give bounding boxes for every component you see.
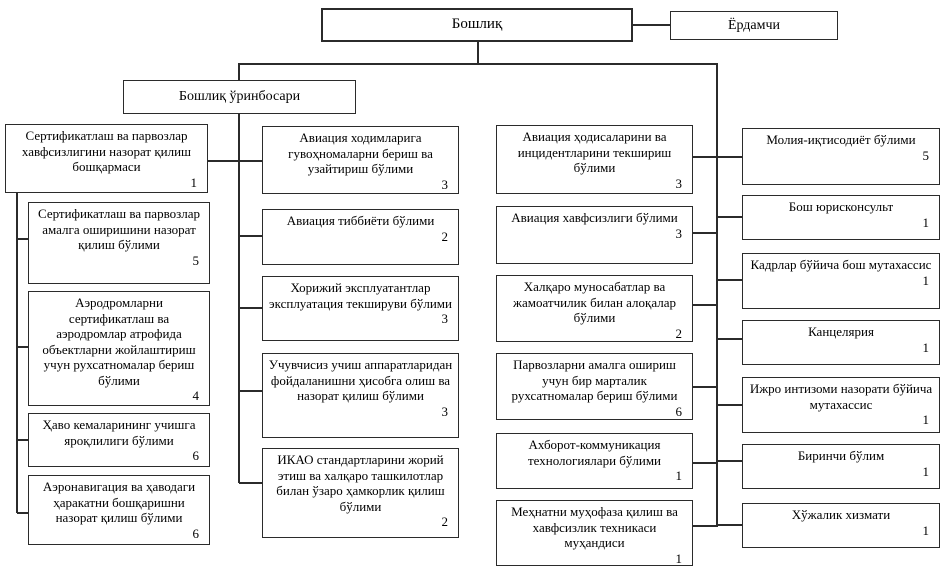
node-label: Сертификатлаш ва парвозлар амалга ошириш… [37,206,201,252]
node-col4-1: Бош юрисконсульт 1 [742,195,940,240]
node-label: ИКАО стандартларини жорий этиш ва халқар… [276,452,445,514]
node-col3-5: Меҳнатни муҳофаза қилиш ва хавфсизлик те… [496,500,693,566]
node-staff-count: 1 [675,550,683,566]
node-staff-count: 3 [675,175,683,191]
node-col2-1: Авиация тиббиёти бўлими 2 [262,209,459,265]
node-col4-4: Ижро интизоми назорати бўйича мутахассис… [742,377,940,433]
node-label: Ёрдамчи [727,17,781,33]
node-col4-0: Молия-иқтисодиёт бўлими 5 [742,128,940,185]
node-staff-count: 1 [922,412,930,427]
node-label: Канцелярия [808,324,874,339]
node-label: Парвозларни амалга ошириш учун бир марта… [511,357,678,403]
node-label: Авиация ҳодисаларини ва инцидентларини т… [517,129,672,175]
node-label: Учувчисиз учиш аппаратларидан фойдаланиш… [268,357,453,403]
node-col4-5: Биринчи бўлим 1 [742,444,940,489]
node-staff-count: 1 [190,174,198,190]
node-label: Авиация тиббиёти бўлими [286,213,435,228]
node-staff-count: 1 [922,272,930,288]
node-label: Аэродромларни сертификатлаш ва аэродромл… [42,295,196,388]
node-label: Аэронавигация ва ҳаводаги ҳаракатни бошқ… [42,479,196,525]
node-col3-0: Авиация ҳодисаларини ва инцидентларини т… [496,125,693,194]
node-label: Сертификатлаш ва парвозлар хавфсизлигини… [21,128,192,174]
node-staff-count: 6 [192,448,200,463]
node-staff-count: 3 [441,311,449,326]
node-staff-count: 3 [441,176,449,192]
node-col1-1: Сертификатлаш ва парвозлар амалга ошириш… [28,202,210,284]
node-assistant: Ёрдамчи [670,11,838,40]
node-staff-count: 1 [922,214,930,230]
node-label: Авиация хавфсизлиги бўлими [511,210,678,225]
node-staff-count: 3 [441,403,449,419]
node-col1-0: Сертификатлаш ва парвозлар хавфсизлигини… [5,124,208,193]
node-col2-2: Хорижий эксплуатантлар эксплуатация текш… [262,276,459,341]
node-label: Хорижий эксплуатантлар эксплуатация текш… [269,280,452,311]
node-label: Халқаро муносабатлар ва жамоатчилик била… [513,279,676,325]
node-col4-6: Хўжалик хизмати 1 [742,503,940,548]
node-label: Ҳаво кемаларининг учишга яроқлилиги бўли… [42,417,196,448]
node-col4-3: Канцелярия 1 [742,320,940,365]
node-staff-count: 5 [192,252,200,268]
node-label: Бошлиқ [451,16,503,33]
node-staff-count: 2 [441,228,449,244]
node-staff-count: 2 [441,514,449,529]
node-col3-4: Ахборот-коммуникация технологиялари бўли… [496,433,693,489]
node-staff-count: 1 [922,339,930,355]
node-col2-0: Авиация ходимларига гувоҳномаларни бериш… [262,126,459,194]
node-col2-3: Учувчисиз учиш аппаратларидан фойдаланиш… [262,353,459,438]
node-label: Биринчи бўлим [797,448,885,463]
node-staff-count: 6 [675,403,683,419]
node-label: Бош юрисконсульт [788,199,894,214]
node-col3-2: Халқаро муносабатлар ва жамоатчилик била… [496,275,693,342]
node-label: Ижро интизоми назорати бўйича мутахассис [749,381,933,412]
node-col4-2: Кадрлар бўйича бош мутахассис 1 [742,253,940,309]
node-chief: Бошлиқ [321,8,633,42]
node-deputy: Бошлиқ ўринбосари [123,80,356,114]
node-label: Меҳнатни муҳофаза қилиш ва хавфсизлик те… [511,504,678,550]
node-staff-count: 4 [192,388,200,403]
node-staff-count: 2 [675,325,683,341]
node-staff-count: 1 [922,463,930,479]
node-col2-4: ИКАО стандартларини жорий этиш ва халқар… [262,448,459,538]
node-col3-1: Авиация хавфсизлиги бўлими 3 [496,206,693,264]
node-staff-count: 1 [675,468,683,483]
node-staff-count: 6 [192,525,200,541]
node-col3-3: Парвозларни амалга ошириш учун бир марта… [496,353,693,420]
node-col1-3: Ҳаво кемаларининг учишга яроқлилиги бўли… [28,413,210,467]
node-label: Бошлиқ ўринбосари [178,89,301,105]
node-staff-count: 3 [675,225,683,241]
node-col1-2: Аэродромларни сертификатлаш ва аэродромл… [28,291,210,406]
node-staff-count: 1 [922,522,930,538]
node-col1-4: Аэронавигация ва ҳаводаги ҳаракатни бошқ… [28,475,210,545]
node-label: Хўжалик хизмати [791,507,891,522]
node-label: Ахборот-коммуникация технологиялари бўли… [527,437,662,468]
node-label: Молия-иқтисодиёт бўлими [766,132,916,147]
node-label: Кадрлар бўйича бош мутахассис [750,257,932,272]
node-staff-count: 5 [922,147,930,163]
node-label: Авиация ходимларига гувоҳномаларни бериш… [288,130,433,176]
